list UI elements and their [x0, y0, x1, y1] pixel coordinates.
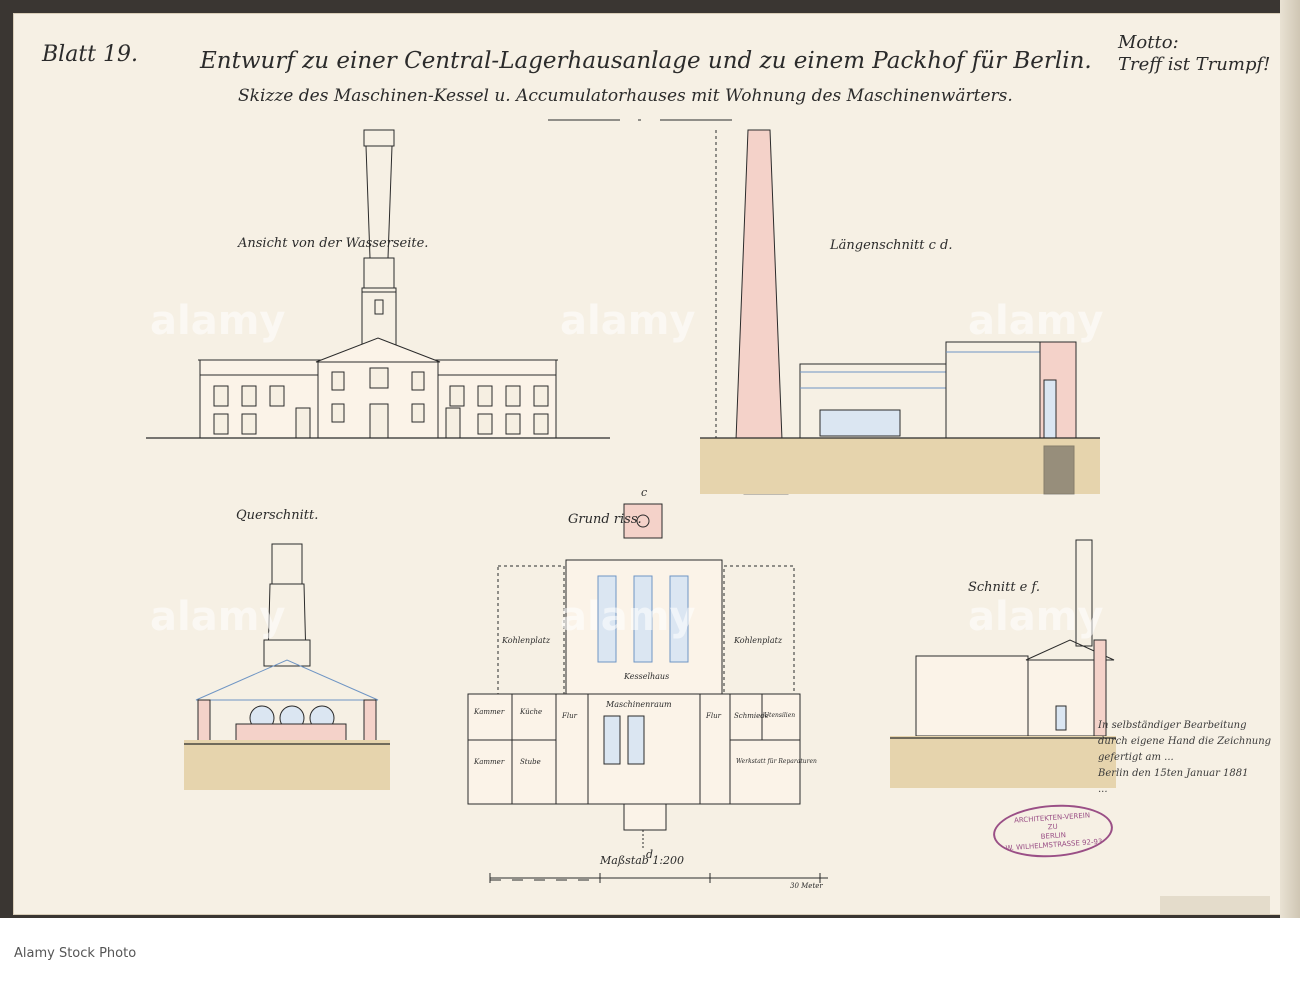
- architectural-drawing: [146, 119, 1116, 883]
- watermark: alamy: [150, 594, 286, 640]
- footer: [0, 918, 1300, 1006]
- plan-label-c: c: [641, 486, 648, 499]
- motto: Motto: Treff ist Trumpf!: [1118, 32, 1270, 76]
- plan-label-kueche: Küche: [520, 708, 543, 716]
- note-line: ...: [1098, 784, 1108, 795]
- note-line: gefertigt am ...: [1098, 752, 1174, 763]
- label-schnitt-ef: Schnitt e f.: [968, 580, 1040, 595]
- plan-label-kohlenplatz-right: Kohlenplatz: [734, 636, 783, 645]
- scale-label: Maßstab 1:200: [600, 854, 685, 867]
- plan-label-schmiede: Schmiede: [734, 712, 769, 720]
- plan-label-stube: Stube: [520, 758, 541, 766]
- section-ef: [890, 539, 1116, 788]
- note-line: In selbständiger Bearbeitung: [1098, 720, 1247, 731]
- cross-section: [184, 543, 390, 790]
- footer-credit: Alamy Stock Photo: [14, 946, 137, 961]
- edge-label: [1160, 896, 1270, 914]
- sheet-number: Blatt 19.: [42, 42, 138, 67]
- watermark: alamy: [150, 298, 286, 344]
- motto-label: Motto:: [1118, 32, 1179, 53]
- note-line: durch eigene Hand die Zeichnung: [1098, 736, 1272, 747]
- plan-label-maschinenraum: Maschinenraum: [606, 700, 672, 709]
- watermark: alamy: [968, 594, 1104, 640]
- longitudinal-section: [700, 129, 1100, 495]
- plan-label-kesselhaus: Kesselhaus: [624, 672, 670, 681]
- plan-label-werkstatt: Werkstatt für Reparaturen: [736, 758, 817, 765]
- floor-plan: [467, 503, 801, 848]
- label-grundriss: Grund riss.: [568, 512, 642, 527]
- handwritten-note: In selbständiger Bearbeitung durch eigen…: [1098, 718, 1271, 798]
- front-elevation: [146, 129, 610, 439]
- watermark: alamy: [560, 594, 696, 640]
- scale-end-label: 30 Meter: [790, 882, 823, 890]
- watermark: alamy: [560, 298, 696, 344]
- plan-label-flur-right: Flur: [706, 712, 721, 720]
- note-line: Berlin den 15ten Januar 1881: [1098, 768, 1249, 779]
- scale-bar: [489, 873, 828, 883]
- plan-label-kammer-2: Kammer: [474, 758, 505, 766]
- sheet-title: Entwurf zu einer Central-Lagerhausanlage…: [200, 48, 1092, 74]
- sheet-subtitle: Skizze des Maschinen-Kessel u. Accumulat…: [238, 86, 1013, 106]
- watermark: alamy: [968, 298, 1104, 344]
- plan-label-flur-left: Flur: [562, 712, 577, 720]
- plan-label-utensilien: Utensilien: [764, 712, 796, 719]
- motto-text: Treff ist Trumpf!: [1118, 54, 1271, 75]
- plan-label-d: d: [646, 848, 654, 861]
- label-ansicht: Ansicht von der Wasserseite.: [238, 236, 429, 251]
- plan-label-kammer: Kammer: [474, 708, 505, 716]
- sheet-edge: [1280, 0, 1300, 918]
- plan-label-kohlenplatz-left: Kohlenplatz: [502, 636, 551, 645]
- label-laengenschnitt: Längenschnitt c d.: [830, 238, 953, 253]
- label-querschnitt: Querschnitt.: [236, 508, 319, 523]
